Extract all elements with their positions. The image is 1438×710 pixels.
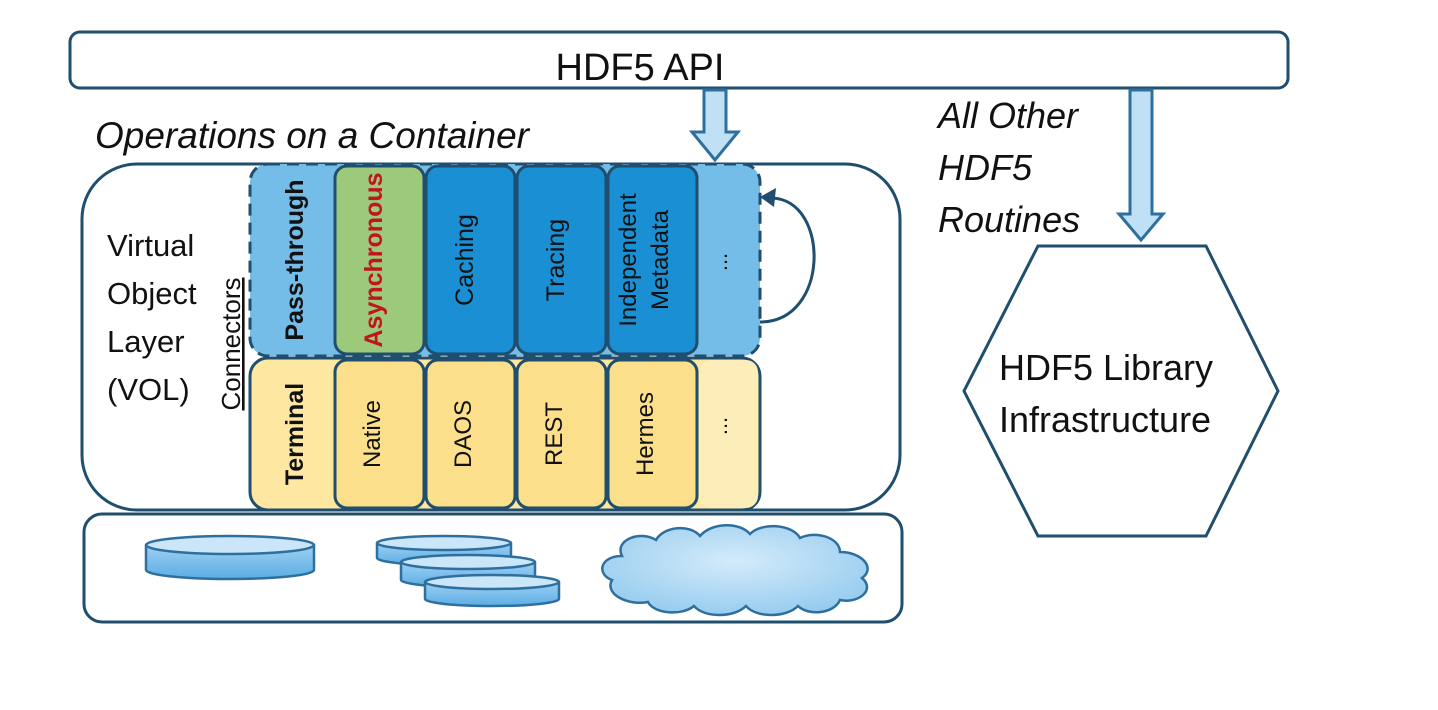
container-title: Operations on a Container [95,115,531,156]
passthrough-loop-arrow [759,196,816,324]
other-routines-line-2: HDF5 [938,147,1033,188]
disk-icon [144,534,316,581]
api-to-vol-arrow [688,88,742,163]
passthrough-item-caching: Caching [424,164,517,356]
other-routines-line-3: Routines [938,199,1080,240]
terminal-item-ellipsis: ... [707,417,732,435]
passthrough-item-label: Asynchronous [360,172,388,347]
terminal-item-label: DAOS [450,400,477,468]
vol-label-line-4: (VOL) [107,372,190,407]
terminal-item-ellipsis-cell: ... [699,360,758,508]
terminal-row: Terminal Native DAOS REST Hermes ... [248,356,762,512]
passthrough-item-asynchronous: Asynchronous [333,164,426,356]
storage-box [82,512,904,624]
passthrough-item-label: Caching [451,214,479,306]
other-routines-line-1: All Other [936,95,1080,136]
api-to-library-arrow [1115,88,1167,243]
vol-label-line-3: Layer [107,324,185,359]
passthrough-item-label-line-2: Metadata [647,209,674,310]
vol-label: Virtual Object Layer (VOL) [107,228,197,407]
cloud-icon [601,524,869,617]
passthrough-item-label-line-1: Independent [615,193,642,327]
terminal-item-hermes: Hermes [606,358,699,510]
terminal-item-native: Native [333,358,426,510]
connectors-label: Connectors [216,278,246,411]
library-label-line-2: Infrastructure [999,399,1211,440]
passthrough-item-independent-metadata: Independent Metadata [606,164,699,356]
vol-label-line-2: Object [107,276,197,311]
passthrough-item-tracing: Tracing [515,164,608,356]
library-label-line-1: HDF5 Library [999,347,1213,388]
passthrough-item-label: Tracing [542,219,570,301]
terminal-item-label: Hermes [632,392,659,476]
terminal-item-rest: REST [515,358,608,510]
passthrough-row: Pass-through Asynchronous Caching Tracin… [248,162,816,358]
other-routines-label: All Other HDF5 Routines [936,95,1080,240]
hdf5-library-hexagon: HDF5 Library Infrastructure [962,244,1280,538]
terminal-type-label: Terminal [281,383,309,485]
terminal-item-label: REST [541,402,568,466]
disk-array-icon [375,534,561,608]
terminal-item-daos: DAOS [424,358,517,510]
passthrough-item-ellipsis: ... [707,253,732,271]
passthrough-type-label: Pass-through [281,179,309,340]
terminal-item-label: Native [359,400,386,468]
hdf5-api-label: HDF5 API [556,47,725,89]
loop-arrowhead [760,188,776,207]
vol-label-line-1: Virtual [107,228,194,263]
hdf5-api-bar: HDF5 API [68,30,1290,90]
